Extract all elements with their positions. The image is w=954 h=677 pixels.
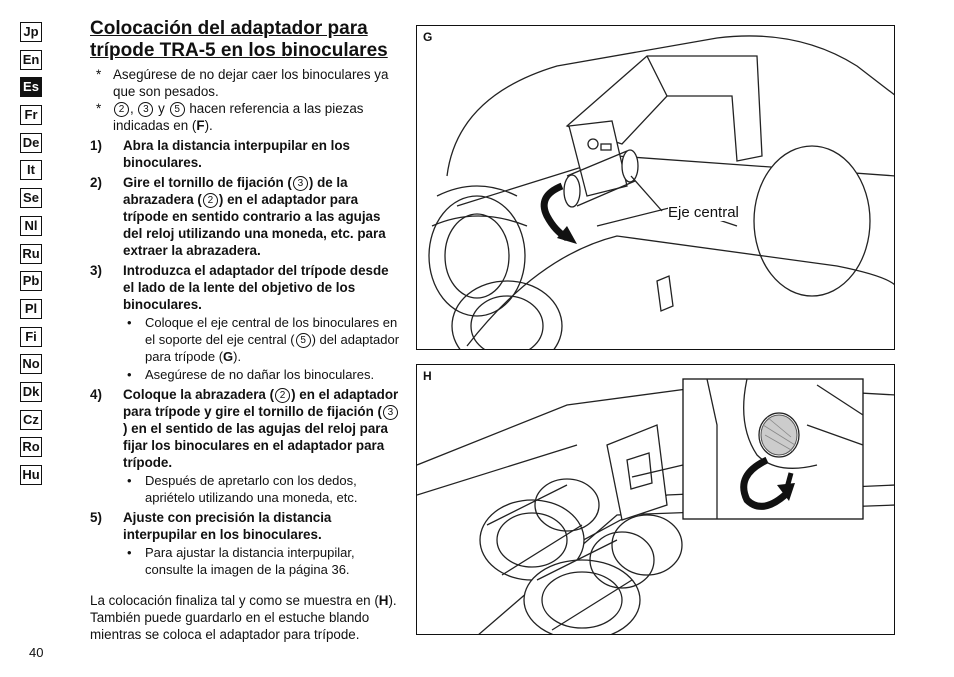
binoculars-with-adapter-illustration [428, 35, 894, 349]
language-tab-nl: Nl [20, 215, 42, 236]
language-tab-de: De [20, 132, 42, 153]
language-tab-ro: Ro [20, 437, 42, 458]
language-tab-jp: Jp [20, 22, 42, 42]
language-tab-it: It [20, 160, 42, 181]
language-tab-cz: Cz [20, 409, 42, 430]
language-tab-pl: Pl [20, 298, 42, 319]
figure-g: G Eje central [416, 25, 895, 350]
part-number-2: 2 [202, 193, 218, 208]
center-shaft-callout: Eje central [668, 204, 739, 221]
binoculars-mounted-illustration [417, 378, 894, 634]
step-3: 3) Introduzca el adaptador del trípode d… [90, 263, 389, 312]
part-number-3: 3 [382, 405, 398, 420]
note-asterisk: * [96, 67, 102, 82]
step-4: 4) Coloque la abrazadera (2) en el adapt… [90, 387, 399, 470]
step-3-bullet-2: • Asegúrese de no dañar los binoculares. [127, 367, 375, 382]
step-5: 5) Ajuste con precisión la distancia int… [90, 510, 332, 542]
part-number-5: 5 [295, 333, 311, 348]
section-title: Colocación del adaptador para trípode TR… [90, 18, 388, 61]
language-tab-fr: Fr [20, 105, 42, 126]
language-tab-ru: Ru [20, 243, 42, 264]
language-tab-en: En [20, 49, 42, 70]
instructions-column: Colocación del adaptador para trípode TR… [90, 18, 400, 656]
closing-paragraph: La colocación finaliza tal y como se mue… [90, 593, 397, 642]
step-2: 2) Gire el tornillo de fijación (3) de l… [90, 175, 386, 258]
bullet: • [127, 545, 132, 560]
part-number-2: 2 [275, 388, 291, 403]
bullet: • [127, 367, 132, 382]
part-number-3: 3 [138, 102, 154, 117]
step-4-bullet-1: • Después de apretarlo con los dedos, ap… [127, 473, 358, 505]
part-number-3: 3 [292, 176, 308, 191]
part-number-2: 2 [114, 102, 129, 117]
language-tab-se: Se [20, 188, 42, 209]
language-tab-dk: Dk [20, 381, 42, 402]
note-parts-reference: * 2, 3 y 5 hacen referencia a las piezas… [96, 101, 364, 133]
figure-h-label: H [423, 369, 432, 383]
language-tab-es: Es [20, 77, 42, 98]
language-tab-hu: Hu [20, 465, 42, 485]
language-tab-pb: Pb [20, 271, 42, 292]
note-asterisk: * [96, 101, 102, 116]
bullet: • [127, 315, 132, 330]
step-1: 1) Abra la distancia interpupilar en los… [90, 138, 350, 170]
step-5-bullet-1: • Para ajustar la distancia interpupilar… [127, 545, 355, 577]
bullet: • [127, 473, 132, 488]
figure-g-label: G [423, 30, 433, 44]
page-number: 40 [29, 645, 44, 660]
language-tab-fi: Fi [20, 326, 42, 347]
note-weight: * Asegúrese de no dejar caer los binocul… [96, 67, 389, 99]
language-tab-no: No [20, 354, 42, 375]
figure-h: H [416, 364, 895, 635]
part-number-5: 5 [169, 102, 185, 117]
step-3-bullet-1: • Coloque el eje central de los binocula… [127, 315, 400, 364]
